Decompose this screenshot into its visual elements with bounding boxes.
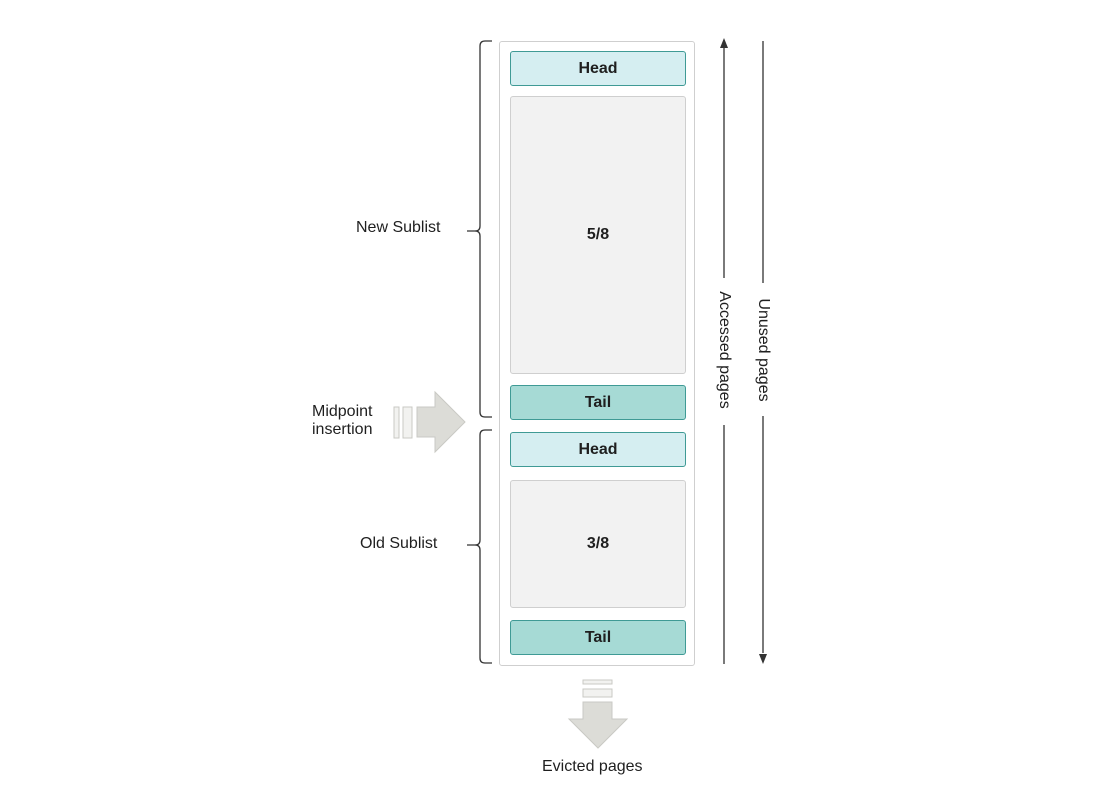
old-sublist-head: Head [510,432,686,467]
old-sublist-block: 3/8 [510,480,686,608]
new-sublist-block: 5/8 [510,96,686,374]
midpoint-insertion-arrow [393,390,466,454]
midpoint-label-line1: Midpoint [312,403,373,420]
old-sublist-bracket [467,429,492,664]
old-sublist-tail: Tail [510,620,686,655]
new-sublist-head-label: Head [578,59,618,77]
old-sublist-head-label: Head [578,440,618,458]
accessed-pages-label: Accessed pages [716,291,733,409]
unused-pages-arrow [759,41,767,664]
evicted-pages-label: Evicted pages [542,758,643,775]
midpoint-insertion-label: Midpoint insertion [312,403,372,439]
old-sublist-label: Old Sublist [360,535,438,552]
new-sublist-bracket [467,40,492,418]
evicted-pages-arrow [567,679,629,749]
new-sublist-label: New Sublist [356,219,441,236]
new-sublist-head: Head [510,51,686,86]
old-sublist-tail-label: Tail [584,628,612,646]
new-sublist-fraction: 5/8 [586,226,610,243]
new-sublist-tail: Tail [510,385,686,420]
unused-pages-label: Unused pages [755,298,772,402]
old-sublist-fraction: 3/8 [586,535,610,552]
midpoint-label-line2: insertion [312,421,373,438]
accessed-pages-arrow [720,38,728,664]
new-sublist-tail-label: Tail [584,393,612,411]
